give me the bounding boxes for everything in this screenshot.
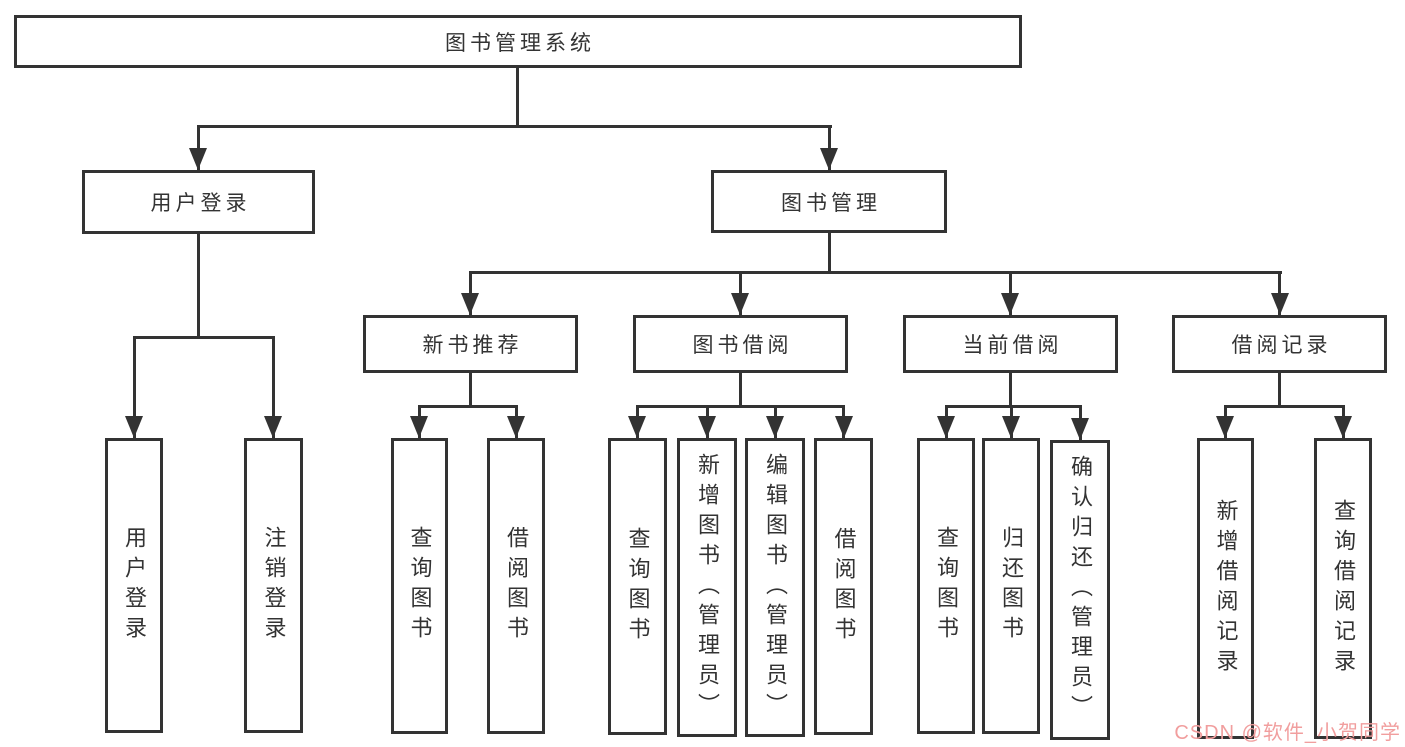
node-borrow-records: 借阅记录 [1172,315,1387,373]
arrow-down-icon [835,416,853,438]
arrow-down-icon [507,416,525,438]
arrow-down-icon [731,293,749,315]
leaf-label: 查询借阅记录 [1331,498,1356,679]
leaf-logout: 注销登录 [244,438,303,733]
connector-hline [945,405,1082,408]
leaf-label: 归还图书 [999,526,1024,646]
leaf-label: 借阅图书 [831,526,857,647]
node-root: 图书管理系统 [14,15,1022,68]
leaf-edit-book-admin: 编辑图书（管理员） [745,438,805,737]
connector-hline [1224,405,1345,408]
arrow-down-icon [937,416,955,438]
leaf-add-book-admin: 新增图书（管理员） [677,438,737,737]
leaf-label: 确认归还（管理员） [1068,455,1093,725]
connector-vline [197,125,200,170]
leaf-label: 注销登录 [261,525,287,646]
node-current-borrow: 当前借阅 [903,315,1118,373]
arrow-down-icon [125,416,143,438]
arrow-down-icon [1216,416,1234,438]
arrow-down-icon [1001,293,1019,315]
leaf-borrow-books: 借阅图书 [814,438,873,735]
connector-hline [197,125,832,128]
arrow-down-icon [820,148,838,170]
arrow-down-icon [264,416,282,438]
leaf-borrow-books: 借阅图书 [487,438,545,734]
leaf-query-books: 查询图书 [917,438,975,734]
leaf-query-books: 查询图书 [608,438,667,735]
arrow-down-icon [1334,416,1352,438]
leaf-label: 查询图书 [625,526,651,647]
node-user-login: 用户登录 [82,170,315,234]
arrow-down-icon [698,416,716,438]
node-new-book-recommend: 新书推荐 [363,315,578,373]
connector-vline [828,231,831,274]
connector-hline [133,336,275,339]
leaf-query-books: 查询图书 [391,438,448,734]
leaf-query-borrow-record: 查询借阅记录 [1314,438,1372,739]
connector-vline [1278,371,1281,405]
csdn-watermark: CSDN @软件_小贺同学 [1174,722,1401,744]
connector-vline [197,232,200,336]
leaf-label: 新增图书（管理员） [695,452,720,723]
leaf-label: 查询图书 [407,526,433,646]
node-book-borrow: 图书借阅 [633,315,848,373]
arrow-down-icon [461,293,479,315]
leaf-confirm-return-admin: 确认归还（管理员） [1050,440,1110,740]
leaf-user-login: 用户登录 [105,438,163,733]
connector-vline [516,68,519,125]
leaf-add-borrow-record: 新增借阅记录 [1197,438,1254,739]
connector-hline [418,405,518,408]
arrow-down-icon [410,416,428,438]
leaf-return-books: 归还图书 [982,438,1040,734]
connector-vline [469,371,472,406]
connector-hline [636,405,845,408]
connector-vline [1009,371,1012,406]
connector-vline [133,336,136,438]
connector-vline [739,371,742,406]
connector-vline [828,125,831,170]
arrow-down-icon [1071,418,1089,440]
leaf-label: 查询图书 [934,526,959,646]
connector-vline [272,336,275,438]
arrow-down-icon [1002,416,1020,438]
arrow-down-icon [628,416,646,438]
leaf-label: 借阅图书 [504,526,529,646]
connector-hline [469,271,1282,274]
arrow-down-icon [766,416,784,438]
leaf-label: 编辑图书（管理员） [763,452,788,723]
arrow-down-icon [1271,293,1289,315]
node-book-management: 图书管理 [711,170,947,233]
leaf-label: 用户登录 [122,525,147,646]
arrow-down-icon [189,148,207,170]
leaf-label: 新增借阅记录 [1213,498,1239,679]
